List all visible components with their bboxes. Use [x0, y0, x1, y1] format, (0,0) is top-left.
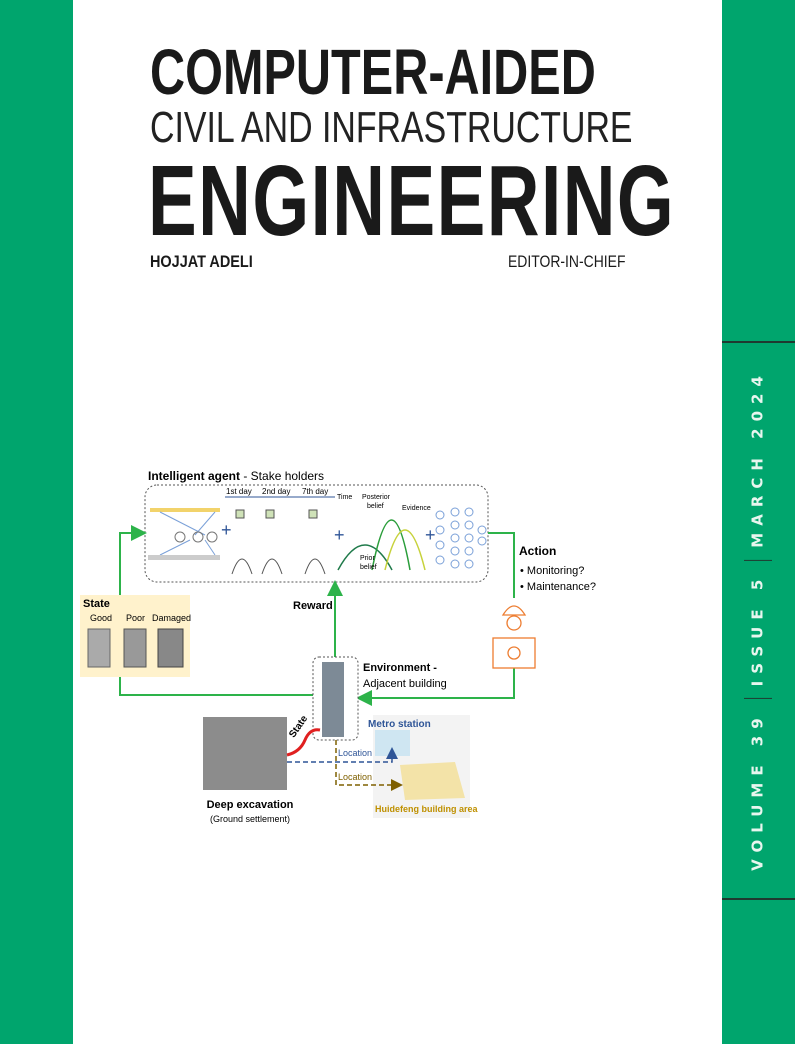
state-arrow: [286, 728, 321, 757]
environment-sub-label: Adjacent building: [363, 678, 447, 690]
plus-icon: +: [334, 525, 345, 545]
right-green-band: [722, 0, 795, 1044]
location-arrow-metro: [287, 747, 398, 763]
environment-label: Environment -: [363, 662, 437, 674]
excavation-sub-label: (Ground settlement): [210, 814, 290, 824]
spine-divider-bottom: [722, 898, 795, 900]
prior-label: Prior: [360, 555, 375, 562]
day-label: 2nd day: [262, 487, 290, 496]
evidence-label: Evidence: [402, 505, 431, 512]
location-label: Location: [338, 772, 372, 782]
time-label: Time: [337, 494, 352, 501]
agent-box: [144, 484, 489, 583]
plus-icon: +: [425, 525, 436, 545]
belief-curves-icon: [337, 519, 426, 571]
building-poor-image: [123, 628, 147, 668]
plus-icon: +: [221, 520, 232, 540]
building-damaged-image: [157, 628, 184, 668]
editor-role: EDITOR-IN-CHIEF: [508, 252, 626, 271]
journal-title-line3: ENGINEERING: [148, 145, 676, 257]
reward-label: Reward: [293, 600, 333, 612]
excavation-image: [203, 717, 287, 790]
bayesian-network-icon: [148, 508, 220, 560]
building-good-image: [87, 628, 111, 668]
tower-image: [322, 662, 344, 737]
neural-network-icon: [435, 507, 487, 569]
state-level: Damaged: [152, 613, 191, 623]
huidefeng-label: Huidefeng building area: [375, 804, 479, 814]
state-title: State: [83, 598, 110, 610]
prior-label: belief: [360, 564, 377, 571]
state-level: Poor: [126, 613, 145, 623]
huidefeng-area: [400, 762, 465, 800]
location-label: Location: [338, 748, 372, 758]
action-item: • Monitoring?: [520, 565, 584, 577]
day-label: 1st day: [226, 487, 252, 496]
editor-name: HOJJAT ADELI: [150, 252, 253, 271]
posterior-label: Posterior: [362, 494, 391, 501]
engineer-icon: [492, 605, 536, 669]
journal-title-line1: COMPUTER-AIDED: [150, 36, 596, 108]
posterior-label: belief: [367, 503, 384, 510]
action-label: Action: [519, 544, 556, 558]
excavation-label: Deep excavation: [207, 799, 294, 811]
day-label: 7th day: [302, 487, 328, 496]
journal-title-line2: CIVIL AND INFRASTRUCTURE: [150, 103, 633, 152]
location-arrow-huidefeng: [335, 740, 403, 791]
likelihood-curves-icon: [231, 509, 326, 575]
feedback-loop-arrows: [119, 525, 515, 706]
action-item: • Maintenance?: [520, 581, 596, 593]
state-level: Good: [90, 613, 112, 623]
left-green-band: [0, 0, 73, 1044]
metro-station-label: Metro station: [368, 719, 431, 730]
spine-divider-top: [722, 341, 795, 343]
agent-title: Intelligent agent - Stake holders: [148, 469, 324, 483]
